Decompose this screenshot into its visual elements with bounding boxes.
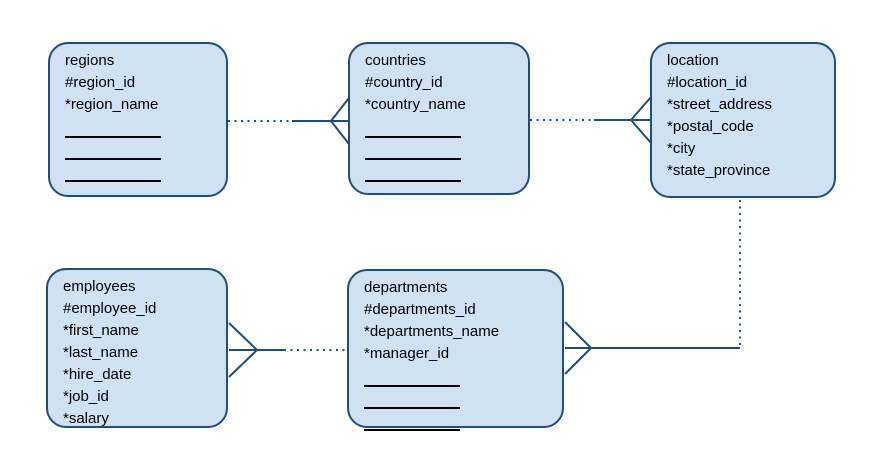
entity-field: #location_id [667, 74, 748, 91]
crow-foot-icon [630, 96, 652, 144]
entity-field: *first_name [63, 322, 139, 339]
entity-title: employees [63, 278, 136, 295]
crow-foot-icon [228, 322, 258, 378]
entity-field: #employee_id [63, 300, 157, 317]
entity-departments[interactable]: departments #departments_id *departments_n… [347, 269, 564, 431]
blank-field-rule [365, 160, 461, 182]
blank-field-rule [65, 138, 161, 160]
blank-field-rule [65, 160, 161, 182]
entity-field: *hire_date [63, 366, 132, 383]
relationship-regions-countries [228, 97, 350, 145]
entity-regions[interactable]: regions #region_id *region_name [48, 42, 228, 197]
blank-field-rule [364, 387, 460, 409]
entity-employees[interactable]: employees #employee_id *first_name *last_na… [46, 268, 228, 428]
relationship-countries-location [530, 96, 652, 144]
relationship-departments-employees [228, 322, 348, 378]
entity-field: *city [667, 140, 696, 157]
relationship-location-departments [564, 200, 741, 375]
entity-field: *last_name [63, 344, 139, 361]
entity-field: *region_name [65, 96, 159, 113]
entity-field: #departments_id [364, 301, 476, 318]
entity-field: *state_province [667, 162, 771, 179]
entity-title: countries [365, 52, 426, 69]
entity-field: #region_id [65, 74, 136, 91]
entity-countries[interactable]: countries #country_id *country_name [348, 42, 530, 195]
entity-field: *country_name [365, 96, 466, 113]
blank-field-rule [364, 365, 460, 387]
crow-foot-icon [564, 321, 592, 375]
blank-field-rule [365, 116, 461, 138]
entity-field: *street_address [667, 96, 773, 113]
entity-field: #country_id [365, 74, 443, 91]
entity-field: *departments_name [364, 323, 500, 340]
crow-foot-icon [330, 97, 350, 145]
blank-field-rule [65, 116, 161, 138]
blank-field-rule [364, 409, 460, 431]
entity-field: *postal_code [667, 118, 754, 135]
entity-title: regions [65, 52, 115, 69]
blank-field-rule [365, 138, 461, 160]
entity-field: *job_id [63, 388, 109, 405]
entity-field: *manager_id [364, 345, 450, 362]
entity-location[interactable]: location #location_id *street_address *post… [650, 42, 836, 198]
entity-title: departments [364, 279, 448, 296]
entity-title: location [667, 52, 719, 69]
entity-field: *salary [63, 410, 109, 427]
